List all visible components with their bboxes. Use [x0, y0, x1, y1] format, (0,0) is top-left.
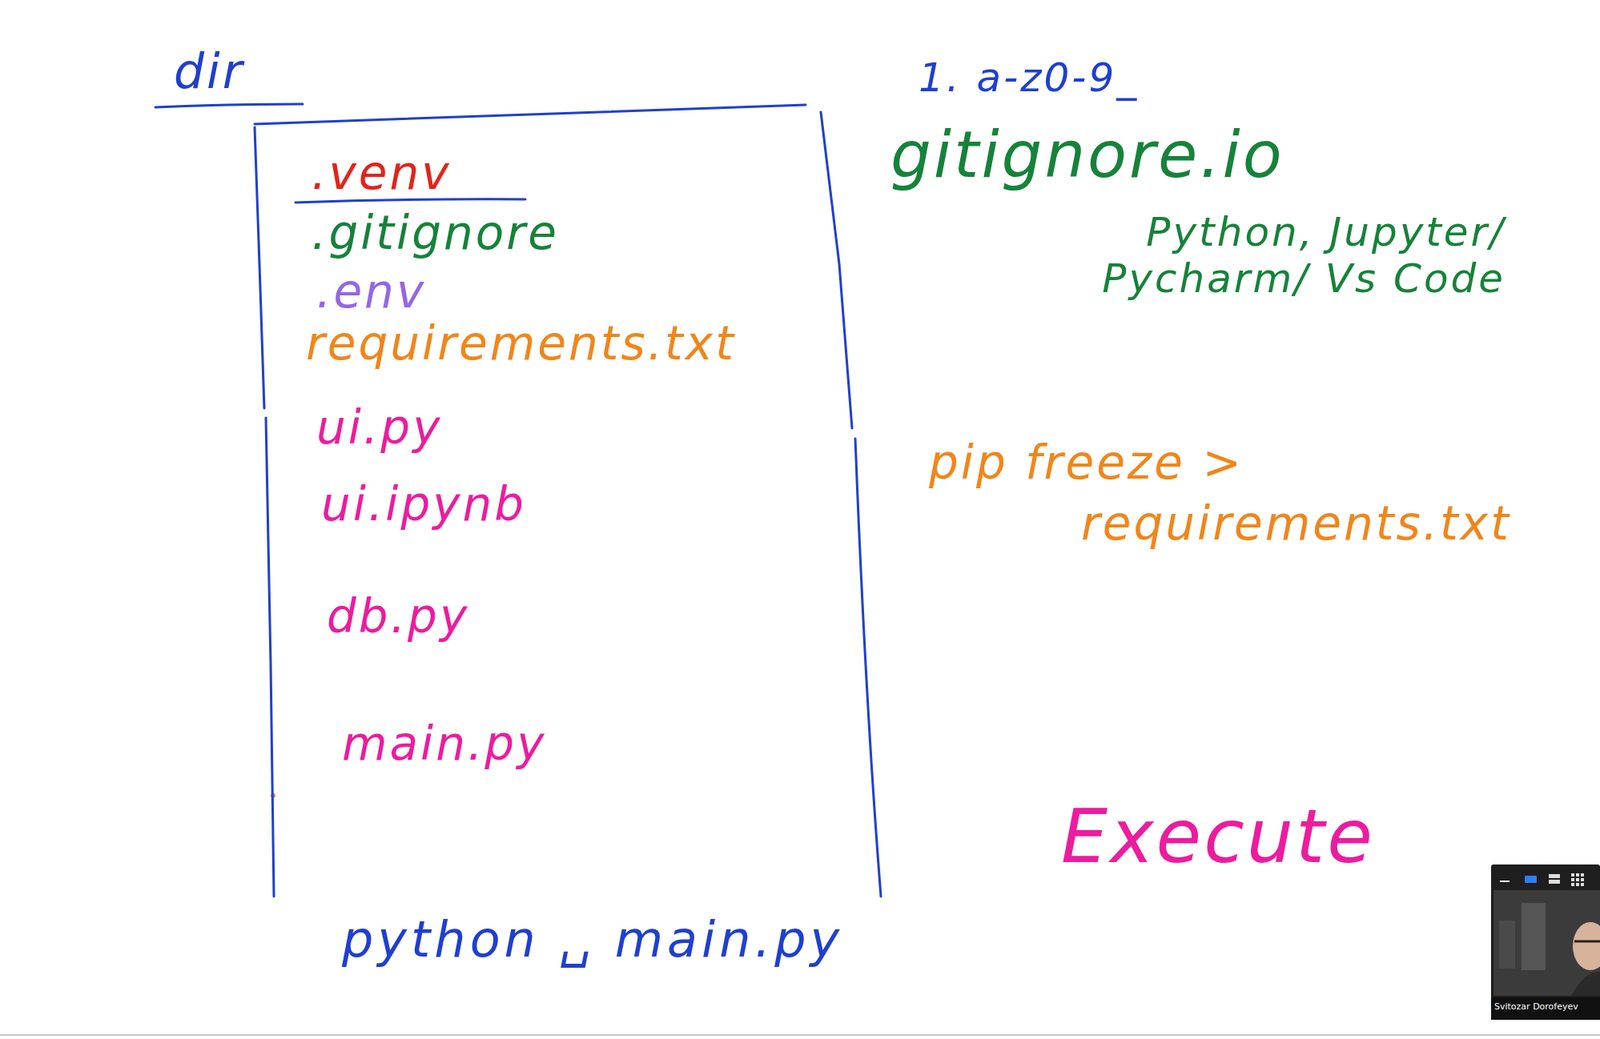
ide-list: Python, Jupyter/ Pycharm/ Vs Code	[952, 209, 1506, 302]
minimize-icon	[1499, 880, 1510, 883]
name-bar	[1491, 997, 1600, 1021]
border-stroke	[254, 104, 806, 125]
border-stroke	[855, 438, 881, 897]
border-stroke	[820, 112, 853, 429]
file-name: db.py	[326, 591, 470, 644]
grid-icon	[1571, 873, 1584, 887]
file-name: .gitignore	[311, 208, 559, 260]
border-stroke	[295, 199, 526, 203]
webcam-thumbnail	[1491, 864, 1600, 1021]
view-icon	[1548, 874, 1560, 879]
directory-box: dir.venv.gitignore.envrequirements.txtui…	[248, 104, 889, 905]
naming-rule: 1. a-z0-9_	[918, 56, 1139, 101]
file-name: .venv	[311, 148, 452, 200]
glasses-shape	[1574, 940, 1600, 944]
webcam-frame	[1491, 864, 1600, 1021]
freeze-command: pip freeze > requirements.txt	[928, 432, 1594, 555]
face-shape	[1572, 922, 1600, 971]
directory-heading: dir	[173, 44, 245, 98]
background-shape	[1499, 920, 1516, 969]
file-name: requirements.txt	[305, 318, 736, 370]
window-edge-line	[0, 1034, 1600, 1037]
file-name: ui.ipynb	[321, 479, 527, 531]
border-stroke	[254, 127, 265, 409]
border-stroke	[265, 418, 274, 897]
run-command: python ␣ main.py	[341, 912, 844, 968]
file-name: .env	[316, 266, 427, 318]
gitignore-site: gitignore.io	[890, 120, 1285, 191]
border-stroke	[155, 104, 303, 108]
file-name: main.py	[341, 719, 547, 771]
view-icon	[1548, 880, 1560, 885]
file-name: ui.py	[316, 402, 443, 455]
execute-note: Execute	[1061, 796, 1375, 878]
shoulder-shape	[1571, 972, 1600, 997]
view-icon	[1524, 876, 1537, 884]
background-shape	[1521, 903, 1546, 971]
participant-name: Svitozar Dorofeyev	[1494, 1002, 1579, 1013]
